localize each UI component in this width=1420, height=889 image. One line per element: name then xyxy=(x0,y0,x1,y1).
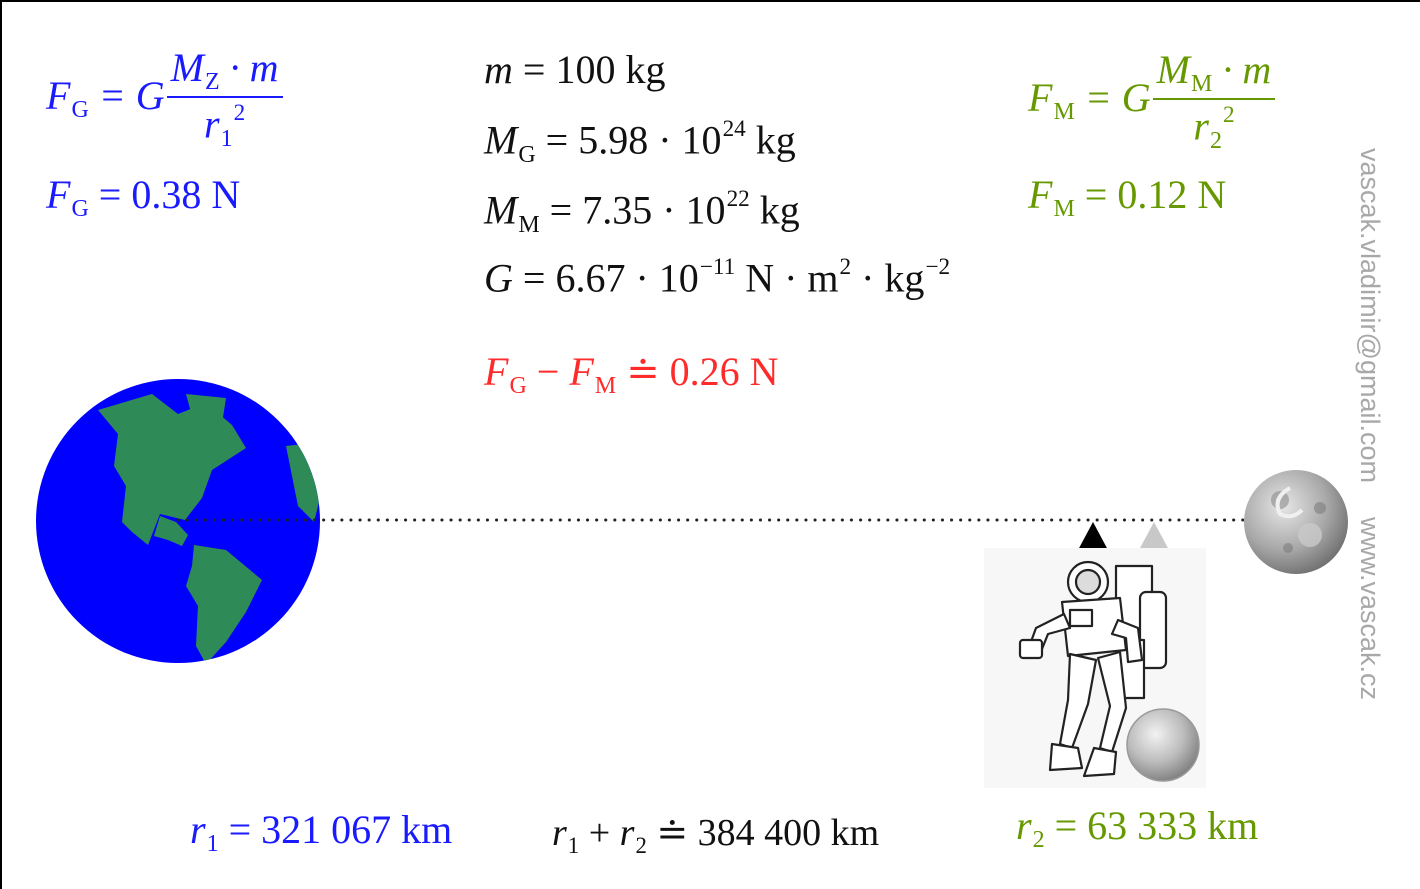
astronaut-position-marker xyxy=(1078,522,1108,550)
earth-force-value: FG = 0.38 N xyxy=(46,172,241,223)
earth xyxy=(36,379,320,663)
net-force-result: FG − FM ≐ 0.26 N xyxy=(484,349,779,400)
watermark-site: www.vascak.cz xyxy=(1355,516,1385,701)
distance-sum: r1 + r2 ≐ 384 400 km xyxy=(552,812,880,858)
reference-ball xyxy=(1127,709,1199,781)
mass-earth: MG = 5.98 · 1024 kg xyxy=(484,116,796,168)
watermark-email: vascak.vladimir@gmail.com xyxy=(1355,148,1385,483)
moon-disc xyxy=(1244,470,1348,574)
moon-force-value: FM = 0.12 N xyxy=(1028,172,1227,223)
author-watermark: vascak.vladimir@gmail.com www.vascak.cz xyxy=(1354,148,1385,734)
distance-r1: r1 = 321 067 km xyxy=(190,807,453,858)
earth-continents xyxy=(98,394,320,663)
equilibrium-position-marker xyxy=(1139,522,1169,550)
moon xyxy=(1244,470,1348,574)
gravitational-constant: G = 6.67 · 10−11 N · m2 · kg−2 xyxy=(484,254,951,301)
mass-astronaut: m = 100 kg xyxy=(484,47,666,92)
mass-moon: MM = 7.35 · 1022 kg xyxy=(484,186,800,238)
distance-r2: r2 = 63 333 km xyxy=(1016,803,1259,854)
